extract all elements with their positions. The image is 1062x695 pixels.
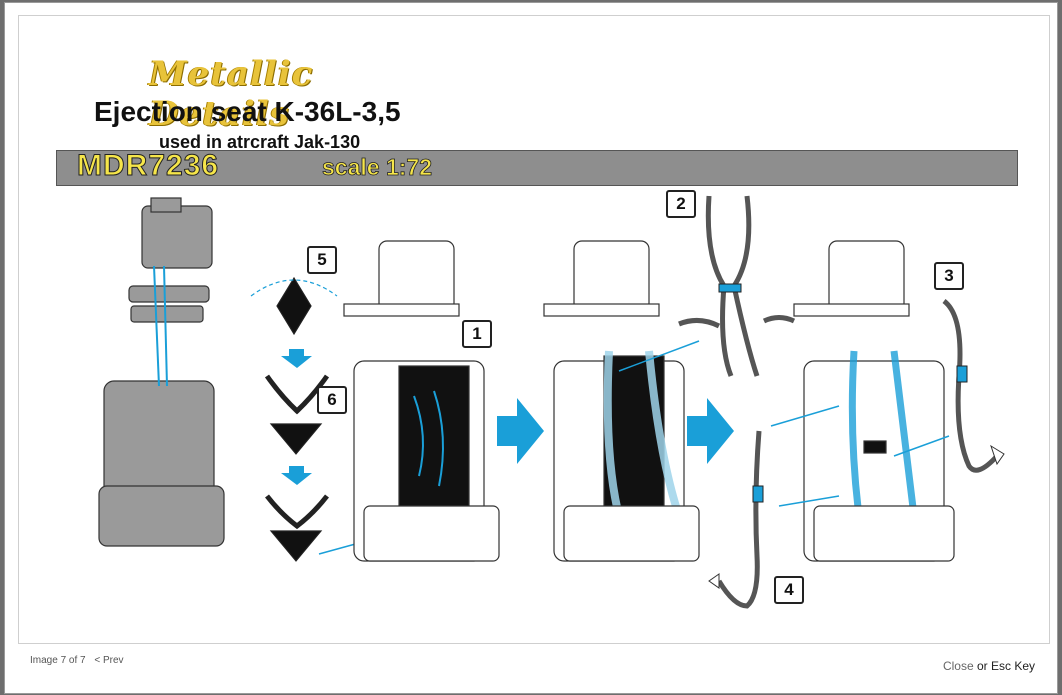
strap-4-illustration xyxy=(708,430,764,609)
product-scale: scale 1:72 xyxy=(322,154,433,181)
esc-key-hint: or Esc Key xyxy=(973,659,1035,673)
arrow-right-icon xyxy=(687,398,734,464)
callout-1: 1 xyxy=(462,320,492,348)
brand-logo: Metallic Details xyxy=(149,54,314,134)
close-area: Close or Esc Key xyxy=(943,659,1035,673)
close-link[interactable]: Close xyxy=(942,659,974,673)
product-banner: MDR7236 scale 1:72 xyxy=(56,149,1018,186)
image-counter: Image 7 of 7 xyxy=(30,655,86,666)
callout-4: 4 xyxy=(774,576,804,604)
harness-parts-illustration xyxy=(250,276,440,562)
strap-2-illustration xyxy=(678,195,796,377)
callout-6: 6 xyxy=(317,386,347,414)
image-subtitle: used in atrcraft Jak-130 xyxy=(159,132,361,152)
arrow-right-icon xyxy=(497,398,544,464)
product-code: MDR7236 xyxy=(76,149,220,183)
product-image: Metallic Details Ejection seat K-36L-3,5… xyxy=(18,15,1050,644)
instruction-diagram xyxy=(98,195,1005,609)
seat-step-2-illustration xyxy=(543,240,700,562)
callout-3: 3 xyxy=(934,262,964,290)
seat-step-1-illustration xyxy=(343,240,500,562)
exploded-seat-illustration xyxy=(98,197,225,547)
prev-link[interactable]: < Prev xyxy=(94,655,124,666)
strap-3-illustration xyxy=(942,299,1005,473)
image-footer-nav: Image 7 of 7 < Prev xyxy=(30,655,130,666)
image-title: Ejection seat K-36L-3,5 xyxy=(94,96,401,127)
callout-2: 2 xyxy=(666,190,696,218)
callout-5: 5 xyxy=(307,246,337,274)
seat-step-3-illustration xyxy=(793,240,955,562)
lightbox-dialog: Metallic Details Ejection seat K-36L-3,5… xyxy=(4,2,1058,694)
